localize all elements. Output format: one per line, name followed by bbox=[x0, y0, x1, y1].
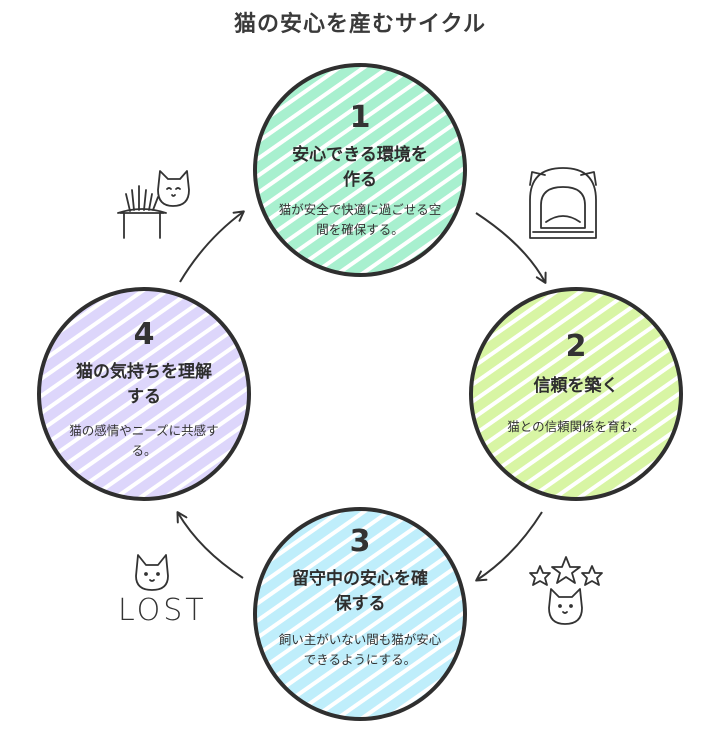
step-2-circle bbox=[469, 287, 683, 501]
step-1-circle bbox=[253, 63, 467, 277]
step-3-circle bbox=[253, 507, 467, 721]
step-3-description: 飼い主がいない間も猫が安心できるようにする。 bbox=[278, 632, 442, 668]
cat-bed-icon bbox=[529, 167, 597, 239]
step-1-description: 猫が安全で快適に過ごせる空間を確保する。 bbox=[278, 202, 442, 238]
lost-cat-icon bbox=[135, 554, 169, 591]
arrow-3-to-4 bbox=[176, 511, 244, 579]
step-4-number: 4 bbox=[133, 317, 155, 352]
arrow-4-to-1 bbox=[179, 210, 245, 283]
step-3-number: 3 bbox=[349, 524, 371, 559]
step-4-text: 4 猫の気持ちを理解する 猫の感情やニーズに共感する。 bbox=[54, 320, 234, 461]
step-1-text: 1 安心できる環境を作る 猫が安全で快適に過ごせる空間を確保する。 bbox=[270, 103, 450, 240]
step-2-description: 猫との信頼関係を育む。 bbox=[507, 418, 645, 434]
step-2-number: 2 bbox=[565, 329, 587, 364]
step-1-heading: 安心できる環境を作る bbox=[292, 145, 428, 190]
step-4-heading: 猫の気持ちを理解する bbox=[76, 362, 212, 407]
step-2-text: 2 信頼を築く 猫との信頼関係を育む。 bbox=[486, 332, 666, 437]
step-4-description: 猫の感情やニーズに共感する。 bbox=[69, 423, 219, 459]
arrow-1-to-2 bbox=[475, 212, 547, 284]
step-3-text: 3 留守中の安心を確保する 飼い主がいない間も猫が安心できるようにする。 bbox=[270, 527, 450, 670]
cat-stars-icon bbox=[529, 556, 603, 625]
arrow-2-to-3 bbox=[475, 511, 543, 582]
step-1-number: 1 bbox=[349, 100, 371, 135]
step-2-heading: 信頼を築く bbox=[533, 376, 619, 396]
lost-label: LOST bbox=[118, 593, 207, 628]
cat-plant-icon bbox=[117, 170, 190, 239]
step-4-circle bbox=[37, 287, 251, 501]
step-3-heading: 留守中の安心を確保する bbox=[292, 569, 428, 614]
diagram-title: 猫の安心を産むサイクル bbox=[234, 12, 486, 37]
